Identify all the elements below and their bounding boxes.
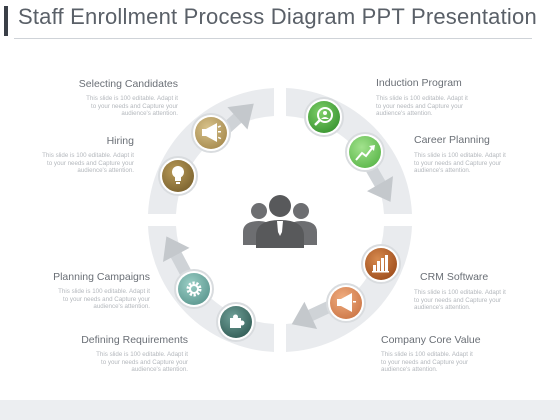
desc-line: to your needs and Capture your (62, 295, 150, 303)
team-icon (243, 195, 317, 248)
desc-crm-software: This slide is 100 editable. Adapt it to … (414, 289, 526, 312)
desc-line: audience's attention. (381, 366, 438, 374)
desc-line: to your needs and Capture your (90, 102, 178, 110)
bar-chart-icon (372, 255, 389, 273)
desc-line: This slide is 100 editable. Adapt it (58, 288, 150, 295)
desc-line: to your needs and Capture your (381, 358, 469, 366)
desc-line: This slide is 100 editable. Adapt it (414, 289, 506, 296)
desc-line: This slide is 100 editable. Adapt it (42, 152, 134, 159)
title-divider (14, 38, 532, 39)
desc-line: This slide is 100 editable. Adapt it (381, 351, 473, 358)
footer-band (0, 400, 560, 420)
page-title: Staff Enrollment Process Diagram PPT Pre… (18, 4, 537, 29)
desc-line: audience's attention. (376, 110, 433, 118)
puzzle-icon (230, 314, 245, 328)
node-crm-software (361, 244, 401, 284)
megaphone-icon (337, 293, 356, 312)
desc-line: This slide is 100 editable. Adapt it (86, 95, 178, 102)
desc-career-planning: This slide is 100 editable. Adapt it to … (414, 152, 526, 175)
desc-line: to your needs and Capture your (376, 102, 464, 110)
desc-line: audience's attention. (77, 167, 134, 175)
desc-defining-requirements: This slide is 100 editable. Adapt it to … (76, 351, 188, 374)
node-company-core-value (326, 283, 366, 323)
lightbulb-icon (172, 166, 184, 184)
node-career-planning (345, 132, 385, 172)
desc-line: to your needs and Capture your (414, 296, 502, 304)
label-career-planning: Career Planning (414, 134, 490, 146)
node-hiring (158, 156, 198, 196)
desc-line: audience's attention. (414, 304, 471, 312)
node-planning-campaigns (174, 269, 214, 309)
growth-chart-icon (355, 145, 375, 161)
label-crm-software: CRM Software (420, 271, 489, 283)
desc-line: This slide is 100 editable. Adapt it (414, 152, 506, 159)
node-selecting-candidates (191, 113, 231, 153)
desc-selecting-candidates: This slide is 100 editable. Adapt it to … (66, 95, 178, 118)
desc-line: to your needs and Capture your (46, 159, 134, 167)
megaphone-icon (202, 123, 222, 142)
desc-line: This slide is 100 editable. Adapt it (376, 95, 468, 102)
label-defining-requirements: Defining Requirements (81, 334, 188, 346)
desc-line: to your needs and Capture your (100, 358, 188, 366)
desc-line: audience's attention. (93, 303, 150, 311)
title-accent-bar (4, 6, 8, 36)
node-induction-program (304, 97, 344, 137)
desc-induction-program: This slide is 100 editable. Adapt it to … (376, 95, 488, 118)
desc-company-core-value: This slide is 100 editable. Adapt it to … (381, 351, 493, 374)
label-selecting-candidates: Selecting Candidates (78, 78, 178, 90)
desc-line: audience's attention. (131, 366, 188, 374)
desc-line: to your needs and Capture your (414, 159, 502, 167)
search-user-icon (314, 107, 333, 126)
desc-planning-campaigns: This slide is 100 editable. Adapt it to … (38, 288, 150, 311)
label-hiring: Hiring (106, 135, 134, 147)
desc-line: This slide is 100 editable. Adapt it (96, 351, 188, 358)
desc-hiring: This slide is 100 editable. Adapt it to … (22, 152, 134, 175)
gear-icon (186, 281, 202, 297)
label-planning-campaigns: Planning Campaigns (53, 271, 150, 283)
desc-line: audience's attention. (121, 110, 178, 118)
label-company-core-value: Company Core Value (381, 334, 481, 346)
desc-line: audience's attention. (414, 167, 471, 175)
label-induction-program: Induction Program (376, 77, 462, 89)
node-defining-requirements (216, 302, 256, 342)
